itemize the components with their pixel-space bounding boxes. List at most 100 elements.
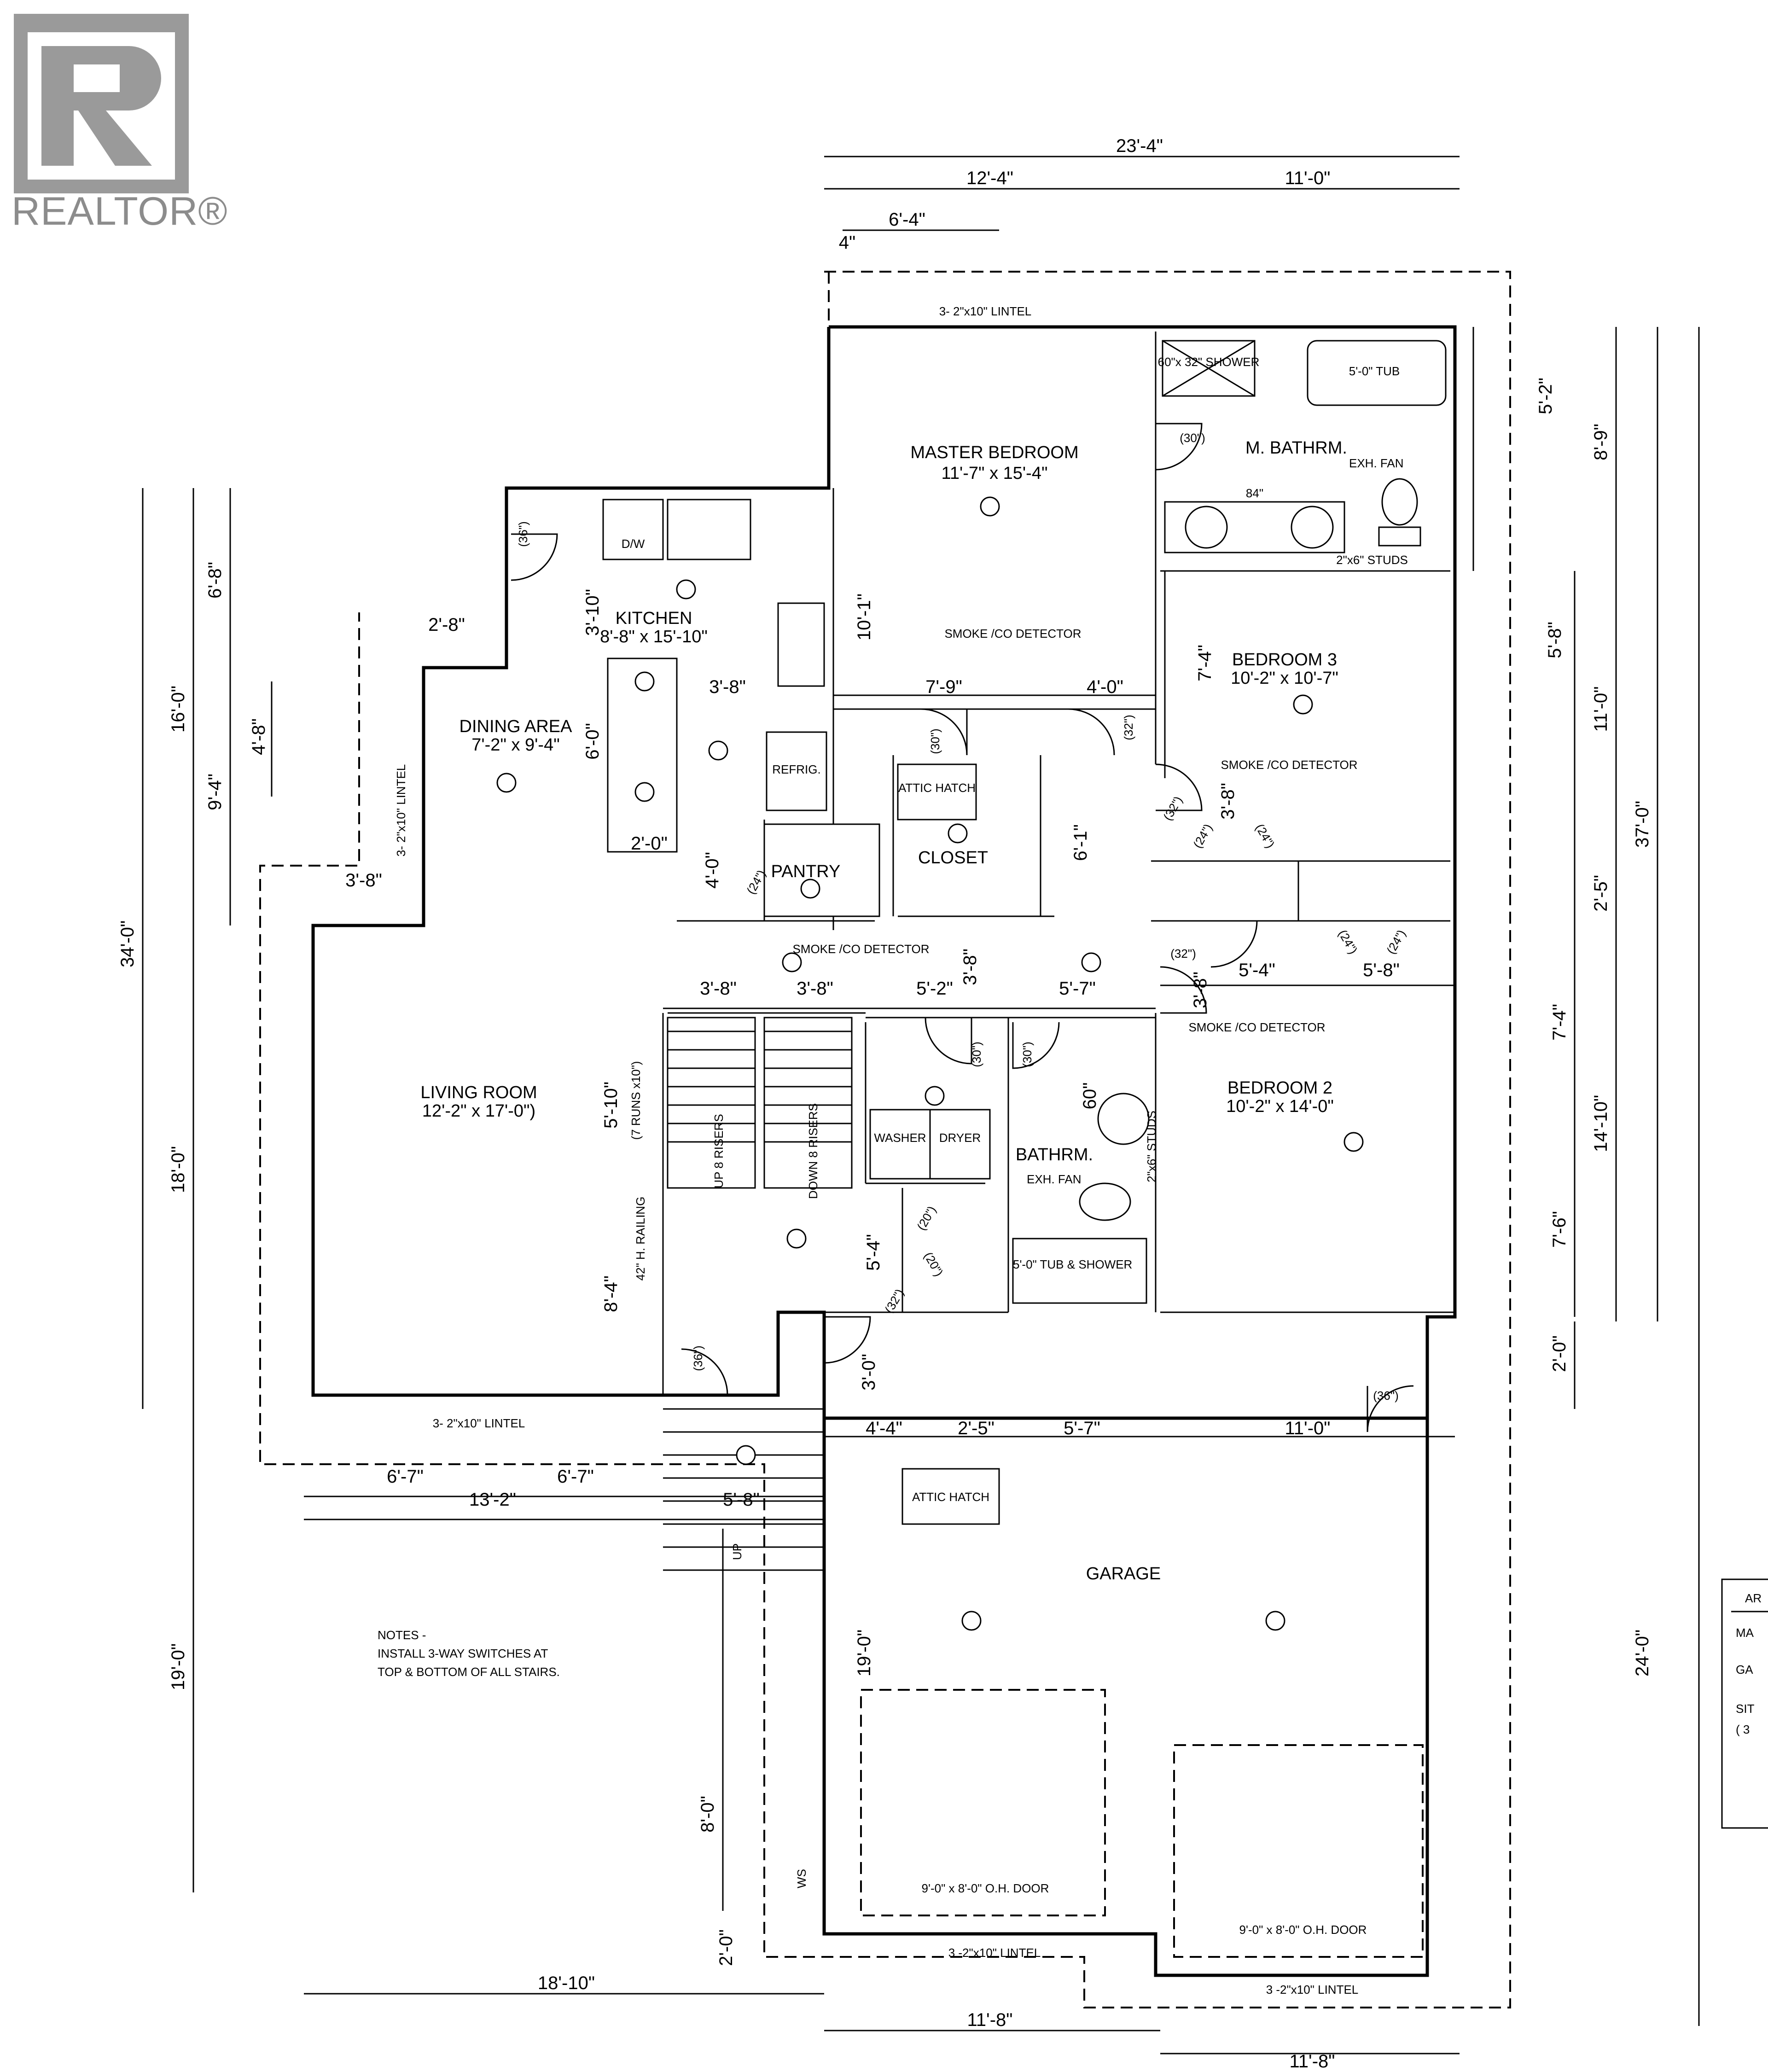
- roof-outline: [259, 271, 1511, 2008]
- door-32-a: (32"): [1122, 715, 1135, 740]
- kitchen-sink: [667, 499, 751, 560]
- stove: [777, 602, 825, 687]
- dishwasher: [602, 499, 664, 560]
- sink-fixture: [1291, 506, 1334, 549]
- master-bedroom-size: 11'-7" x 15'-4": [942, 464, 1048, 483]
- dim-8-0: 8'-0": [698, 1796, 718, 1833]
- shower-cross: [1162, 340, 1255, 397]
- garage-label: GARAGE: [1086, 1564, 1161, 1583]
- dim-10-1: 10'-1": [854, 594, 874, 640]
- dim-5-8-right: 5'-8": [1545, 622, 1565, 658]
- dining-size: 7'-2" x 9'-4": [471, 735, 559, 755]
- dim-3-10: 3'-10": [582, 589, 603, 636]
- door-36-b: (36"): [691, 1345, 705, 1371]
- dim-6-4: 6'-4": [889, 210, 925, 230]
- door-30-c: (30"): [970, 1042, 983, 1067]
- garage-door-right-label: 9'-0" x 8'-0" O.H. DOOR: [1239, 1923, 1367, 1937]
- ws-label: WS: [795, 1869, 808, 1888]
- bedroom2-size: 10'-2" x 14'-0": [1226, 1097, 1334, 1116]
- dim-5-8-h: 5'-8": [1363, 960, 1400, 980]
- living-room-label: LIVING ROOM: [420, 1083, 537, 1102]
- vanity-label: 84": [1246, 486, 1263, 500]
- kitchen-size: 8'-8" x 15'-10": [600, 627, 708, 646]
- dim-4-4: 4'-4": [866, 1418, 902, 1438]
- door-32-b: (32"): [1160, 794, 1185, 823]
- kitchen-label: KITCHEN: [616, 609, 692, 628]
- shower-label: 60"x 32" SHOWER: [1158, 355, 1260, 369]
- dim-4-0-pantry: 4'-0": [702, 852, 722, 889]
- notes-line-2: TOP & BOTTOM OF ALL STAIRS.: [378, 1665, 560, 1679]
- door-20-b: (20"): [921, 1250, 946, 1279]
- pantry-label: PANTRY: [771, 862, 841, 881]
- dim-5-8-b: 5'-8": [723, 1490, 760, 1510]
- dim-3-8-b3: 3'-8": [1218, 783, 1238, 820]
- dim-6-7-b: 6'-7": [557, 1467, 594, 1487]
- bedroom3-label: BEDROOM 3: [1232, 650, 1337, 669]
- realtor-logo-glyph: [28, 32, 175, 180]
- stairs: [663, 1017, 853, 1571]
- dim-18-10: 18'-10": [538, 1973, 595, 1993]
- down-risers-label: DOWN 8 RISERS: [806, 1103, 820, 1199]
- dim-11-0-top: 11'-0": [1285, 168, 1331, 188]
- dining-label: DINING AREA: [459, 717, 573, 736]
- dim-5-4-h: 5'-4": [1239, 960, 1275, 980]
- door-30-a: (30"): [1180, 431, 1205, 445]
- attic-hatch-label: ATTIC HATCH: [898, 781, 976, 795]
- sink-fixture: [1185, 506, 1228, 549]
- door-30-b: (30"): [928, 728, 942, 754]
- m-bathroom-label: M. BATHRM.: [1245, 438, 1347, 458]
- dim-3-8-dining: 3'-8": [345, 870, 382, 890]
- dim-19-0-left: 19'-0": [168, 1643, 188, 1690]
- dim-8-9: 8'-9": [1591, 424, 1611, 460]
- smoke-detector-b3: SMOKE /CO DETECTOR: [1221, 758, 1357, 772]
- dimension-labels: 23'-4" 12'-4" 11'-0" 6'-4" 4" 5'-2" 8'-9…: [117, 136, 1652, 2072]
- dim-3-8-h2: 3'-8": [797, 978, 833, 999]
- dim-34-0: 34'-0": [117, 920, 138, 967]
- dim-3-8-v: 3'-8": [960, 949, 980, 985]
- dim-24-0: 24'-0": [1632, 1630, 1652, 1676]
- dim-19-0-g: 19'-0": [854, 1630, 874, 1676]
- garage-door-left-label: 9'-0" x 8'-0" O.H. DOOR: [922, 1881, 1049, 1895]
- bath-exh-fan-label: EXH. FAN: [1027, 1172, 1081, 1186]
- tub-shower-label: 5'-0" TUB & SHOWER: [1013, 1257, 1132, 1271]
- bathroom-label: BATHRM.: [1016, 1145, 1093, 1164]
- dim-7-4-b3: 7'-4": [1195, 645, 1215, 681]
- runs-label: (7 RUNS x10"): [629, 1061, 643, 1140]
- top-lintel-label: 3- 2"x10" LINTEL: [939, 304, 1032, 318]
- door-32-c: (32"): [1170, 947, 1196, 960]
- refrigerator: [766, 731, 827, 811]
- tub-fixture: [1307, 340, 1447, 406]
- dim-5-2: 5'-2": [1535, 378, 1556, 414]
- exh-fan-label: EXH. FAN: [1349, 456, 1403, 470]
- door-30-d: (30"): [1020, 1042, 1034, 1067]
- washer-label: WASHER: [874, 1131, 926, 1145]
- dim-11-8-b: 11'-8": [1290, 2051, 1335, 2072]
- dim-14-10: 14'-10": [1591, 1095, 1611, 1152]
- dim-2-0-kitchen: 2'-0": [631, 833, 668, 854]
- door-36-a: (36"): [516, 521, 530, 547]
- dim-7-4-right: 7'-4": [1549, 1004, 1570, 1041]
- area-table: [1721, 1578, 1768, 1829]
- area-table-row2: GA: [1736, 1663, 1753, 1676]
- dim-5-4-v: 5'-4": [863, 1234, 884, 1271]
- dim-7-9: 7'-9": [925, 677, 962, 697]
- dim-11-0-right: 11'-0": [1591, 687, 1611, 732]
- dim-4: 4": [839, 233, 855, 253]
- dim-2-5-b: 2'-5": [958, 1418, 994, 1438]
- bedroom2-label: BEDROOM 2: [1227, 1078, 1332, 1098]
- door-24-e: (24"): [1384, 927, 1408, 956]
- dim-4-8: 4'-8": [249, 718, 269, 755]
- area-table-row4: ( 3: [1736, 1723, 1750, 1736]
- dim-23-4: 23'-4": [1116, 136, 1163, 156]
- garage-right-lintel-label: 3 -2"x10" LINTEL: [1266, 1983, 1359, 1996]
- toilet-tank: [1378, 526, 1421, 547]
- dim-4-0-hall: 4'-0": [1087, 677, 1123, 697]
- dim-6-7-a: 6'-7": [387, 1467, 424, 1487]
- dim-6-1: 6'-1": [1070, 824, 1091, 861]
- studs-side-label: 2"x6" STUDS: [1145, 1111, 1158, 1182]
- smoke-detector-b2: SMOKE /CO DETECTOR: [1188, 1020, 1325, 1034]
- dim-5-2-h: 5'-2": [916, 978, 953, 999]
- smoke-detector-master: SMOKE /CO DETECTOR: [944, 627, 1081, 640]
- dim-6-0: 6'-0": [582, 723, 603, 760]
